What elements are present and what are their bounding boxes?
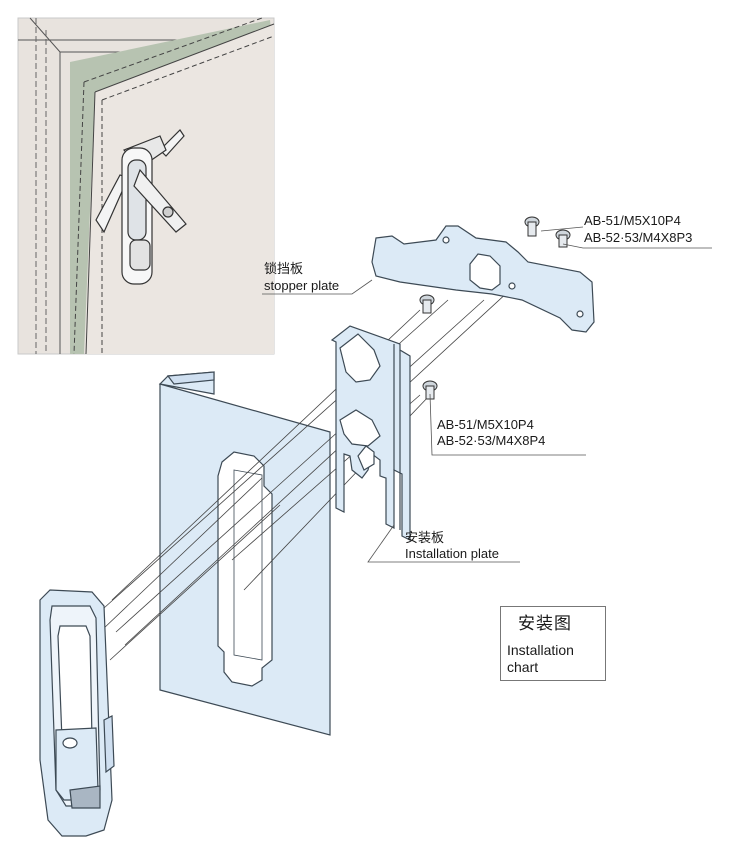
chart-title-en: Installation chart xyxy=(507,642,574,675)
door-panel xyxy=(158,371,331,736)
installation-plate-label-en: Installation plate xyxy=(405,546,499,561)
screw-top-label-1: AB-51/M5X10P4 xyxy=(584,213,681,228)
inset-cabinet-view xyxy=(17,17,275,355)
screw-icon xyxy=(419,216,571,400)
callout-leaders xyxy=(262,226,712,563)
screw-mid-label-2: AB-52·53/M4X8P4 xyxy=(437,433,546,448)
stopper-plate-label-en: stopper plate xyxy=(264,278,340,293)
chart-title-box: 安装图 Installation chart xyxy=(500,606,606,681)
inset-latch-icon xyxy=(95,129,187,285)
installation-plate-label-zh: 安装板 xyxy=(405,530,445,545)
installation-plate xyxy=(330,325,411,541)
stopper-plate-label-zh: 锁挡板 xyxy=(264,261,304,276)
chart-title-zh: 安装图 xyxy=(518,614,572,633)
screw-mid-label-1: AB-51/M5X10P4 xyxy=(437,417,534,432)
screw-top-label-2: AB-52·53/M4X8P3 xyxy=(584,230,693,245)
latch-handle xyxy=(39,589,115,837)
stopper-plate xyxy=(371,225,595,333)
